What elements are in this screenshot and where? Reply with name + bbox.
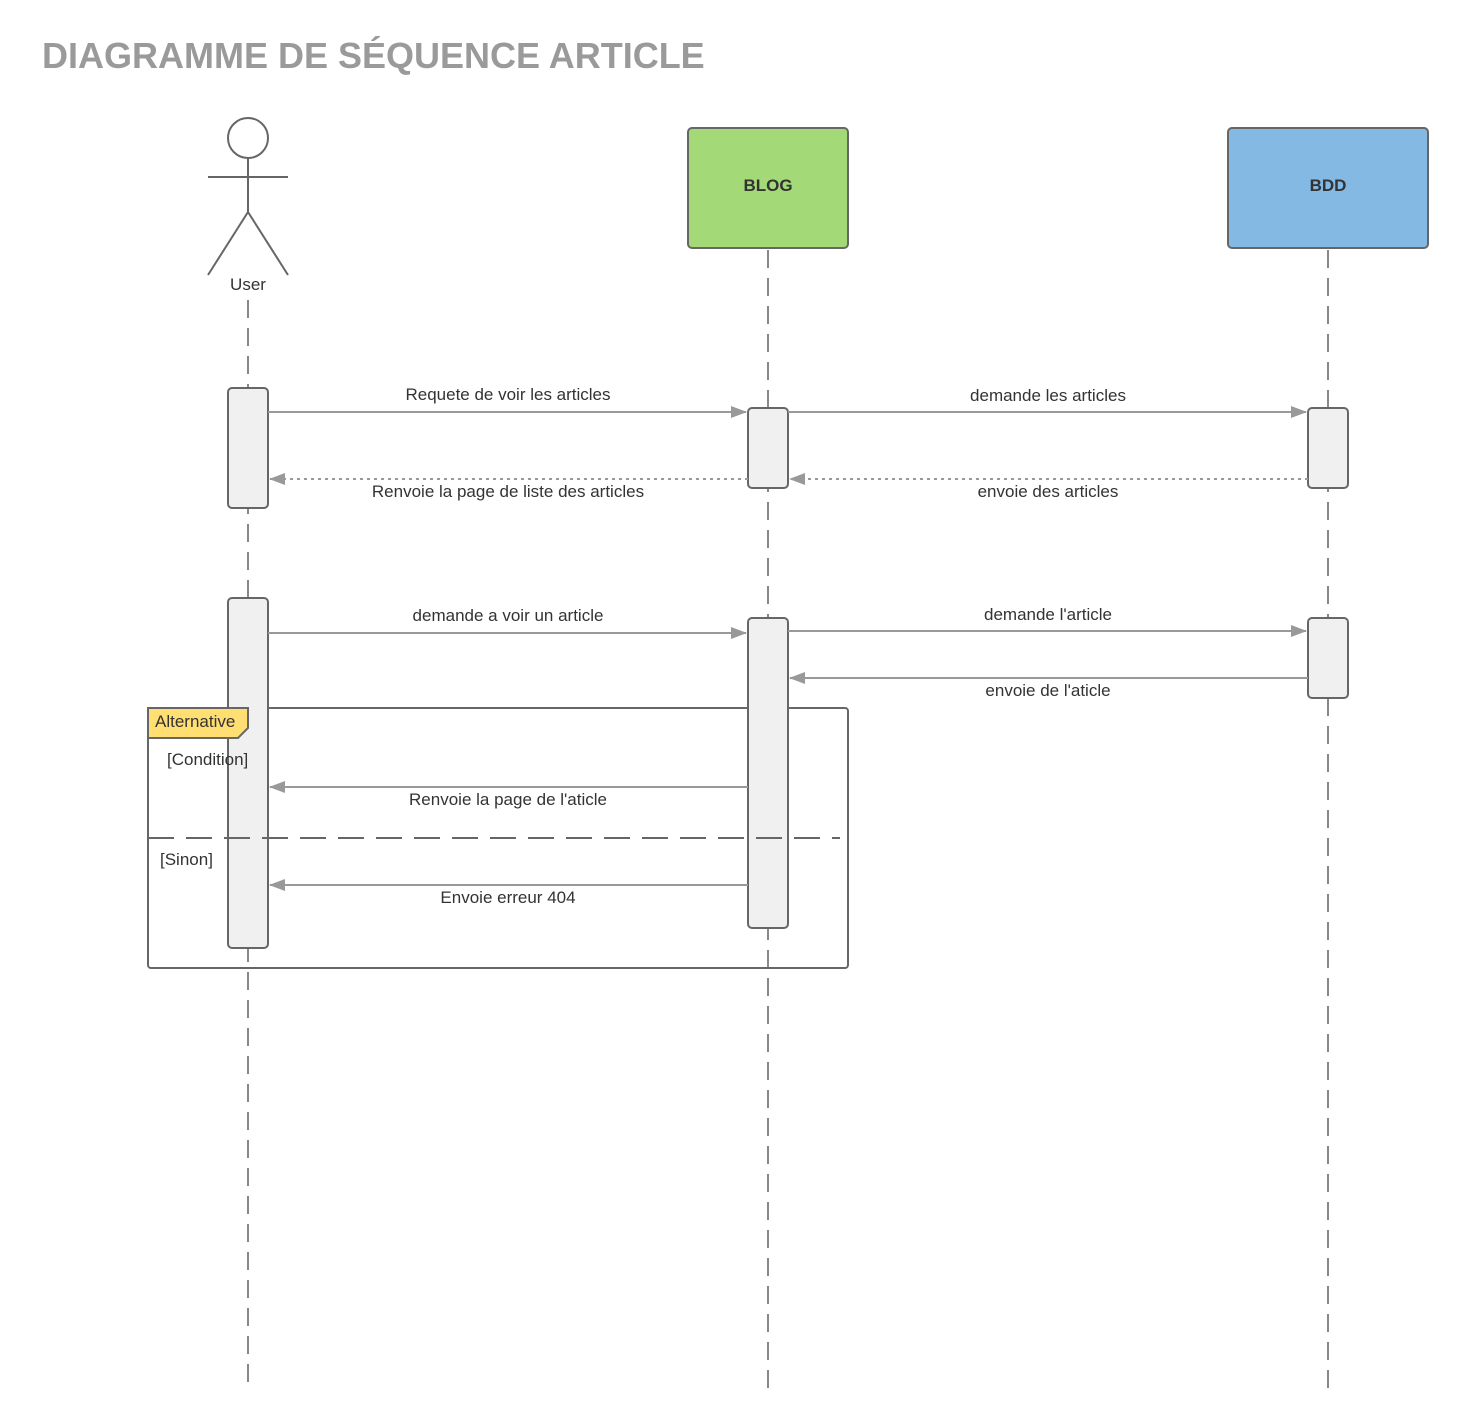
message-label-4: Renvoie la page de liste des articles (372, 482, 644, 501)
message-label-7: envoie de l'aticle (985, 681, 1110, 700)
blog-activation-2 (747, 617, 789, 929)
blog-activation-1 (747, 407, 789, 489)
user-label: User (230, 275, 266, 294)
bdd-activation-2 (1307, 617, 1349, 699)
message-label-8: Renvoie la page de l'aticle (409, 790, 607, 809)
bdd-label: BDD (1310, 176, 1347, 195)
blog-participant-box (687, 127, 849, 249)
bdd-activation-1 (1307, 407, 1349, 489)
message-label-3: envoie des articles (978, 482, 1119, 501)
alternative-label: Alternative (155, 712, 235, 731)
message-label-5: demande a voir un article (413, 606, 604, 625)
user-actor-icon (207, 117, 289, 276)
bdd-participant-box (1227, 127, 1429, 249)
diagram-title: DIAGRAMME DE SÉQUENCE ARTICLE (42, 35, 705, 76)
sinon-guard: [Sinon] (160, 850, 213, 869)
alternative-tab (147, 707, 249, 739)
user-activation-1 (227, 387, 269, 509)
condition-guard: [Condition] (167, 750, 248, 769)
message-label-9: Envoie erreur 404 (440, 888, 575, 907)
message-label-2: demande les articles (970, 386, 1126, 405)
message-label-1: Requete de voir les articles (405, 385, 610, 404)
blog-label: BLOG (743, 176, 792, 195)
message-label-6: demande l'article (984, 605, 1112, 624)
user-activation-2 (227, 597, 269, 949)
